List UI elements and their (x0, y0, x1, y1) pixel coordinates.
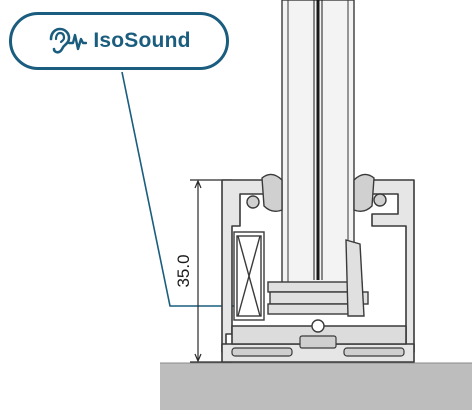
base-gaskets (231, 335, 405, 357)
floor-slab (160, 363, 472, 410)
glass-pane (281, 0, 355, 293)
height-dimension (190, 179, 232, 363)
glazing-clamp (267, 239, 369, 333)
isosound-callout: IsoSound (9, 12, 229, 70)
acoustic-insulation (233, 231, 265, 321)
callout-leader-line (121, 71, 236, 307)
ear-soundwave-icon (47, 27, 88, 55)
top-gaskets (246, 173, 387, 213)
dimension-value: 35.0 (174, 254, 193, 287)
brand-name: IsoSound (93, 29, 191, 52)
